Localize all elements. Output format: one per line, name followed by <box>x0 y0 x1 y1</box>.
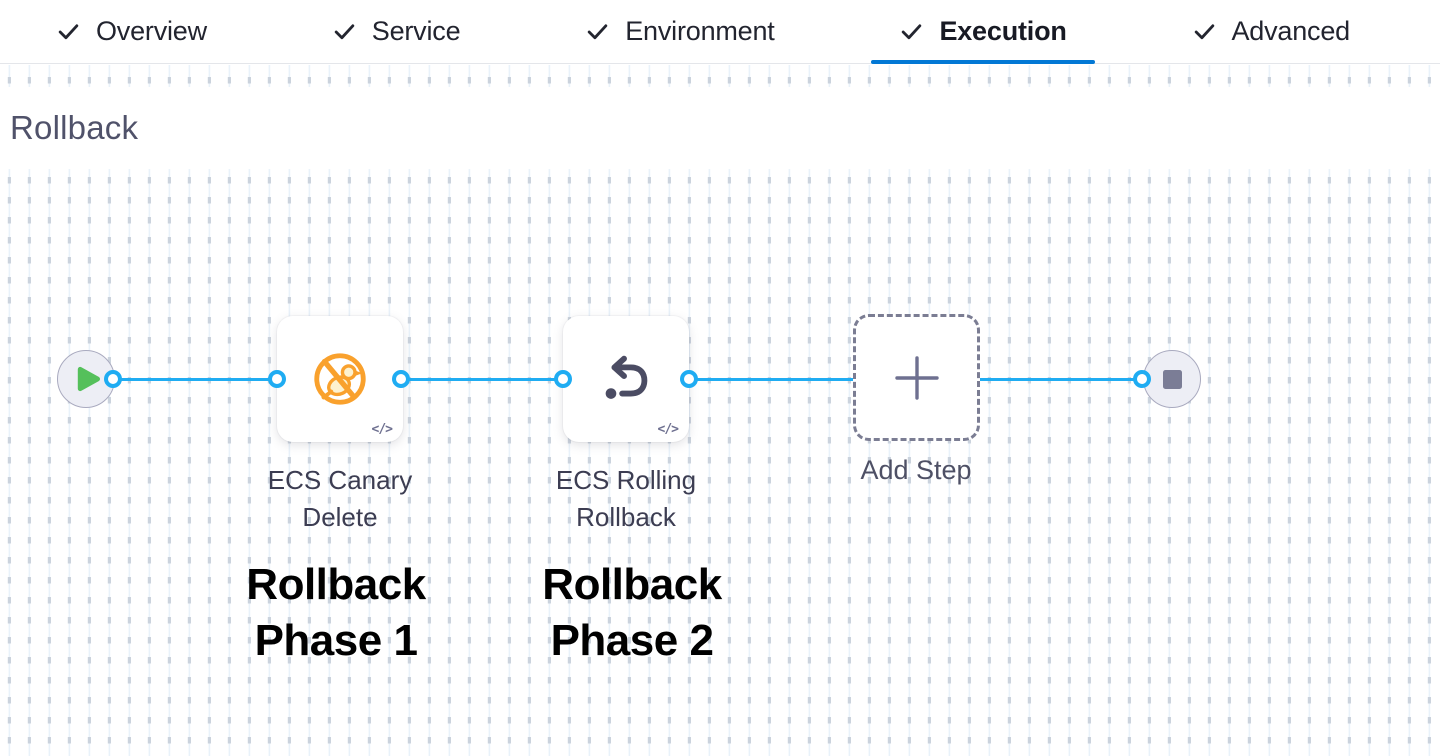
tab-execution[interactable]: Execution <box>871 0 1095 64</box>
step-card-ecs-canary-delete[interactable]: </> <box>277 316 403 442</box>
rollback-arrow-icon <box>605 355 648 399</box>
port-start-out[interactable] <box>103 369 122 388</box>
check-icon <box>587 24 608 40</box>
tab-service-label: Service <box>371 16 461 46</box>
step-label-ecs-canary-delete: ECS Canary Delete <box>267 465 413 532</box>
edge-step1-to-step2 <box>401 377 563 381</box>
canary-delete-icon <box>314 353 366 405</box>
step-card-ecs-rolling-rollback[interactable]: </> <box>563 316 689 442</box>
check-icon <box>58 24 79 40</box>
port-step1-out[interactable] <box>391 369 410 388</box>
tab-overview[interactable]: Overview <box>28 0 235 63</box>
check-icon <box>334 24 355 40</box>
step-label-ecs-rolling-rollback: ECS Rolling Rollback <box>555 465 697 532</box>
check-icon <box>902 24 922 40</box>
add-step-label: Add Step <box>860 455 972 485</box>
code-icon: </> <box>371 422 394 437</box>
port-step1-in[interactable] <box>267 369 286 388</box>
annotation-rollback-phase-1: Rollback Phase 1 <box>246 560 426 665</box>
tab-advanced[interactable]: Advanced <box>1164 0 1379 63</box>
tab-advanced-label: Advanced <box>1231 16 1351 46</box>
pipeline-canvas: Rollback </> </> <box>0 65 1440 756</box>
tab-execution-label: Execution <box>939 16 1067 46</box>
add-step-button[interactable] <box>853 314 980 441</box>
tab-overview-label: Overview <box>96 16 207 46</box>
edge-start-to-step1 <box>113 377 277 381</box>
port-step2-in[interactable] <box>553 369 572 388</box>
canvas-grid <box>0 65 1440 756</box>
stage-config-tabbar: Overview Service Environment Execution A… <box>0 0 1440 64</box>
port-step2-out[interactable] <box>679 369 698 388</box>
plus-icon <box>894 355 939 400</box>
end-node <box>1143 350 1201 408</box>
play-icon <box>77 366 100 392</box>
section-title: Rollback <box>10 109 139 146</box>
code-icon: </> <box>657 422 680 437</box>
check-icon <box>1194 24 1214 40</box>
annotation-rollback-phase-2: Rollback Phase 2 <box>542 560 722 665</box>
port-end-in[interactable] <box>1132 369 1151 388</box>
tab-environment[interactable]: Environment <box>557 0 802 63</box>
stop-icon <box>1162 369 1182 389</box>
section-header-band: Rollback <box>0 87 1440 169</box>
tab-service[interactable]: Service <box>304 0 489 63</box>
tab-environment-label: Environment <box>625 16 775 46</box>
